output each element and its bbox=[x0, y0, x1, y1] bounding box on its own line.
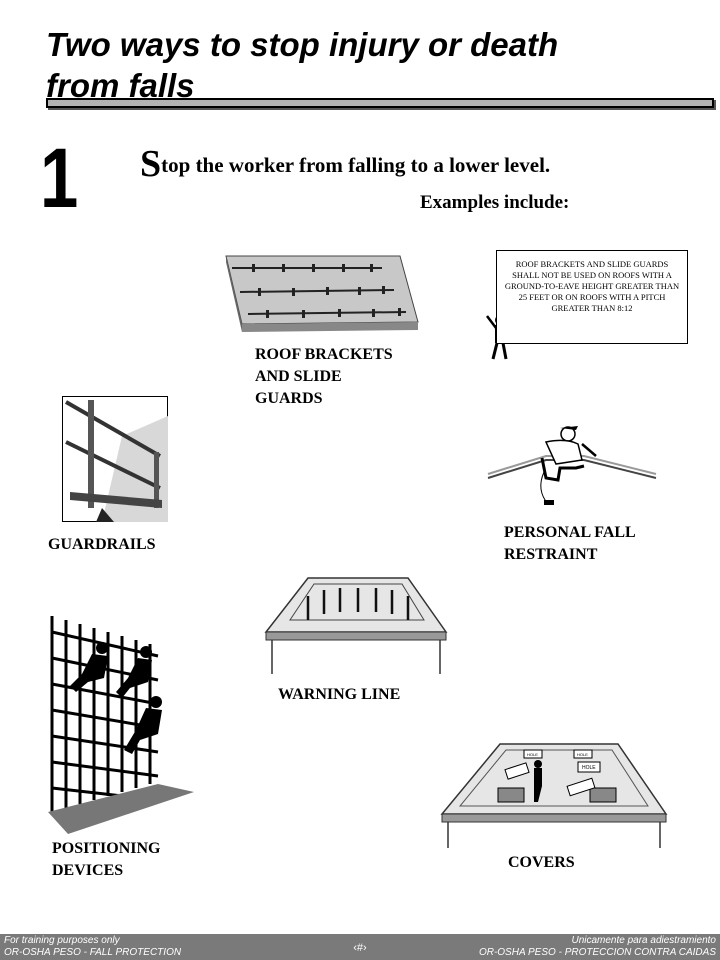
footer-right: Unicamente para adiestramiento OR-OSHA P… bbox=[478, 935, 716, 958]
guardrails-label: GUARDRAILS bbox=[48, 536, 156, 553]
warning-line-label: WARNING LINE bbox=[278, 686, 401, 703]
personal-fall-restraint-label: PERSONAL FALL RESTRAINT bbox=[504, 524, 636, 563]
guardrails-illustration bbox=[62, 396, 168, 522]
covers-label: COVERS bbox=[508, 854, 575, 871]
covers-illustration: HOLE HOLE HOLE bbox=[440, 743, 668, 848]
section-subheading: Examples include: bbox=[420, 192, 570, 213]
page-title: Two ways to stop injury or death from fa… bbox=[46, 24, 686, 106]
hole-text-2: HOLE bbox=[577, 752, 588, 757]
positioning-devices-illustration bbox=[48, 616, 194, 834]
roof-brackets-illustration bbox=[225, 255, 419, 332]
footer-bar: For training purposes only OR-OSHA PESO … bbox=[0, 934, 720, 960]
warning-note-box: ROOF BRACKETS AND SLIDE GUARDS SHALL NOT… bbox=[496, 250, 688, 344]
heading-initial: S bbox=[140, 143, 162, 185]
footer-slide-number: ‹#› bbox=[353, 942, 367, 954]
section-heading: Stop the worker from falling to a lower … bbox=[140, 142, 550, 186]
personal-fall-restraint-illustration bbox=[487, 426, 657, 505]
title-line-2: from falls bbox=[46, 67, 195, 104]
warning-line-illustration bbox=[264, 577, 448, 674]
hole-text-3: HOLE bbox=[582, 765, 596, 771]
section-number: 1 bbox=[40, 131, 79, 225]
footer-left: For training purposes only OR-OSHA PESO … bbox=[4, 935, 182, 958]
heading-text: top the worker from falling to a lower l… bbox=[161, 153, 551, 177]
roof-brackets-label: ROOF BRACKETS AND SLIDE GUARDS bbox=[255, 346, 393, 407]
title-line-1: Two ways to stop injury or death bbox=[46, 26, 559, 63]
positioning-devices-label: POSITIONING DEVICES bbox=[52, 840, 161, 879]
title-underline-bar bbox=[46, 98, 714, 108]
hole-text-1: HOLE bbox=[527, 752, 538, 757]
